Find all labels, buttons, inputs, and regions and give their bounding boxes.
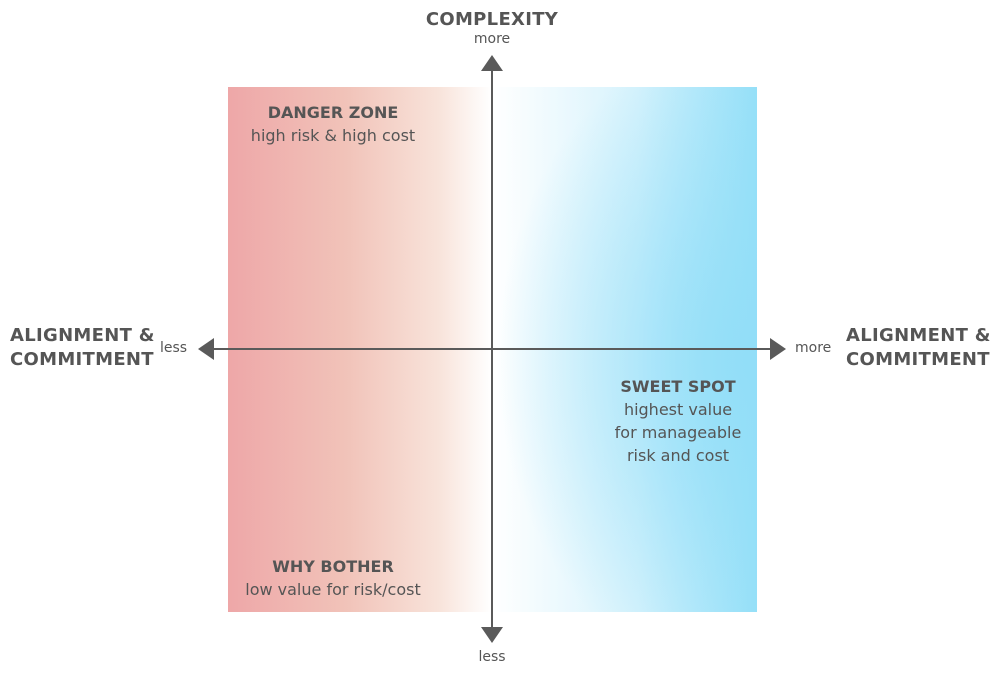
arrow-right-icon	[770, 338, 786, 360]
vertical-axis-title: COMPLEXITY	[425, 9, 559, 30]
sweet-spot-title: SWEET SPOT	[620, 377, 736, 396]
sweet-spot-desc-line2: for manageable	[614, 423, 742, 442]
arrow-up-icon	[481, 55, 503, 71]
danger-zone-desc: high risk & high cost	[250, 126, 416, 145]
sweet-spot-label: SWEET SPOT highest value for manageable …	[588, 375, 768, 467]
why-bother-desc: low value for risk/cost	[245, 580, 421, 599]
horizontal-axis	[212, 348, 770, 350]
vertical-axis	[491, 70, 493, 630]
horizontal-axis-left-title-line1: ALIGNMENT &	[10, 325, 155, 346]
horizontal-axis-right-label: more	[795, 340, 832, 356]
why-bother-label: WHY BOTHER low value for risk/cost	[213, 555, 453, 601]
arrow-down-icon	[481, 627, 503, 643]
horizontal-axis-right-title-line1: ALIGNMENT &	[846, 325, 991, 346]
horizontal-axis-left-label: less	[160, 340, 188, 356]
danger-zone-label: DANGER ZONE high risk & high cost	[213, 101, 453, 147]
horizontal-axis-right-title: ALIGNMENT & COMMITMENT	[846, 324, 991, 372]
arrow-left-icon	[198, 338, 214, 360]
horizontal-axis-left-title-line2: COMMITMENT	[10, 349, 154, 370]
horizontal-axis-left-title: ALIGNMENT & COMMITMENT	[10, 324, 155, 372]
sweet-spot-desc-line3: risk and cost	[626, 446, 730, 465]
why-bother-title: WHY BOTHER	[272, 557, 394, 576]
vertical-axis-bottom-label: less	[478, 649, 506, 665]
sweet-spot-desc-line1: highest value	[623, 400, 733, 419]
vertical-axis-top-label: more	[473, 31, 511, 47]
danger-zone-title: DANGER ZONE	[267, 103, 399, 122]
horizontal-axis-right-title-line2: COMMITMENT	[846, 349, 990, 370]
